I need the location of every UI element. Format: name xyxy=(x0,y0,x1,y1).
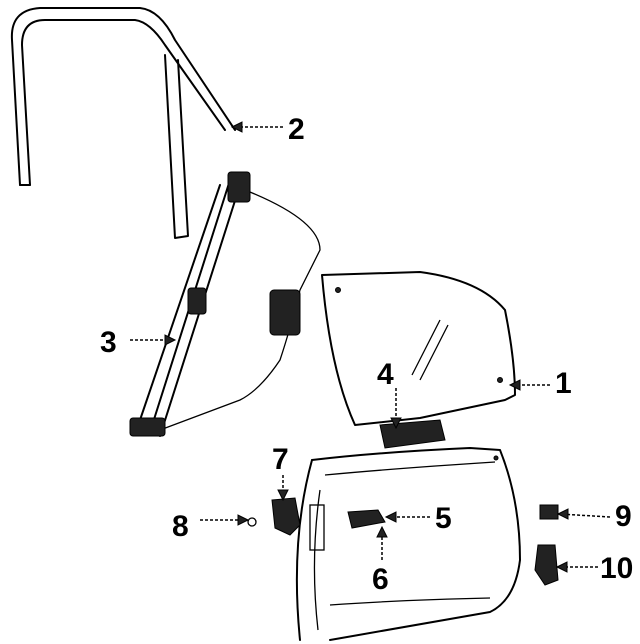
screw-part xyxy=(247,517,257,527)
door-lock-part xyxy=(271,497,301,536)
callout-10: 10 xyxy=(600,552,633,585)
callout-2: 2 xyxy=(288,113,305,146)
leader-lines xyxy=(130,121,611,573)
callout-1: 1 xyxy=(555,367,572,400)
door-shell-part xyxy=(295,447,521,641)
window-regulator-part xyxy=(129,171,321,437)
inside-handle-part xyxy=(347,509,386,529)
glass-part xyxy=(321,271,516,449)
callout-9: 9 xyxy=(615,500,632,533)
callout-4: 4 xyxy=(377,358,394,391)
callout-3: 3 xyxy=(100,326,117,359)
striker-part xyxy=(539,504,559,520)
callout-7: 7 xyxy=(272,443,289,476)
callout-8: 8 xyxy=(172,510,189,543)
callout-5: 5 xyxy=(435,502,452,535)
run-channel-part xyxy=(10,7,236,239)
callout-6: 6 xyxy=(372,563,389,596)
hinge-part xyxy=(534,544,559,586)
